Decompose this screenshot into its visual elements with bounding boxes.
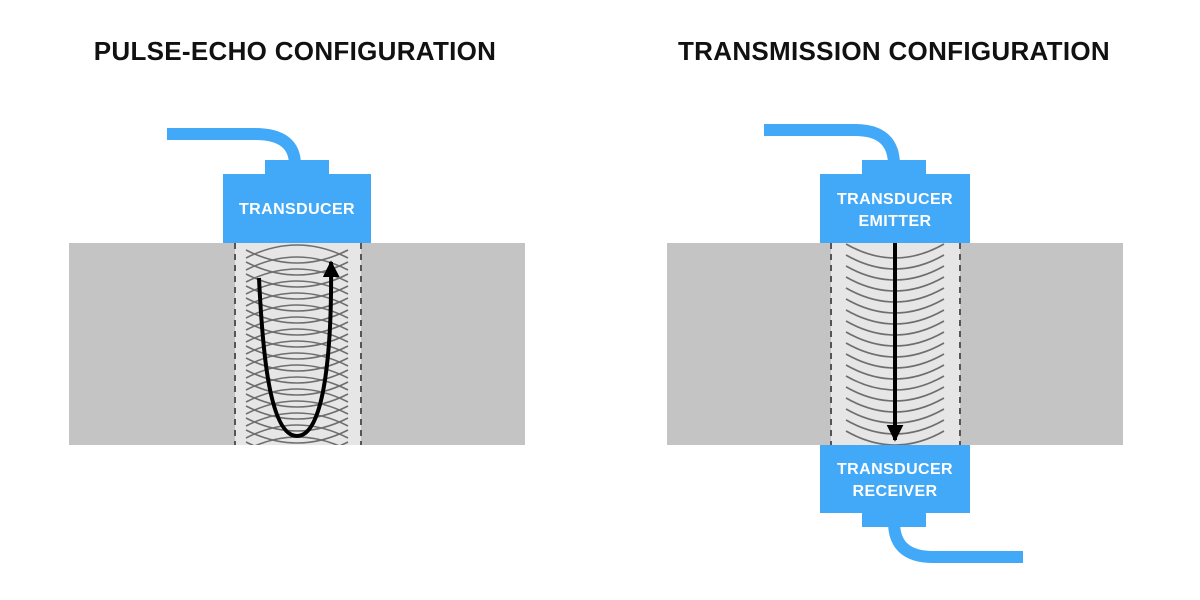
receiver-neck [862, 511, 926, 527]
receiver-label-line2: RECEIVER [853, 483, 938, 500]
wave-front-echo [245, 424, 349, 439]
wave-front-forward [245, 297, 349, 312]
wave-front-echo [245, 280, 349, 295]
wave-front-forward [245, 249, 349, 264]
cable-icon [888, 521, 1023, 563]
wave-front-echo [245, 352, 349, 367]
wave-front-forward [245, 369, 349, 384]
wave-front-forward [245, 405, 349, 420]
transmission-title: TRANSMISSION CONFIGURATION [678, 36, 1110, 66]
wave-front-forward [245, 285, 349, 300]
transducer-label: TRANSDUCER [239, 201, 355, 218]
transducer-neck [265, 160, 329, 176]
pulse-echo-title: PULSE-ECHO CONFIGURATION [94, 36, 497, 66]
transmission-panel: TRANSMISSION CONFIGURATION TRANSDUCER EM… [667, 36, 1123, 563]
wave-front-echo [245, 364, 349, 379]
wave-front-forward [245, 273, 349, 288]
wave-front-echo [245, 316, 349, 331]
beam-zone [235, 243, 361, 445]
cable-icon [167, 128, 301, 166]
echo-path-arrow [257, 260, 340, 439]
wave-front-forward [245, 333, 349, 348]
wave-front-forward [245, 321, 349, 336]
wave-front-forward [245, 429, 349, 444]
wave-front-echo [245, 328, 349, 343]
wave-front-forward [245, 309, 349, 324]
wave-pattern [245, 244, 349, 445]
cable-icon [764, 124, 900, 166]
wave-front-echo [245, 304, 349, 319]
transducer-emitter-body [820, 174, 970, 243]
transducer-receiver-body [820, 445, 970, 513]
wave-front-echo [245, 340, 349, 355]
emitter-neck [862, 160, 926, 176]
transducer-body [223, 174, 371, 243]
wave-front-forward [245, 393, 349, 408]
pulse-echo-panel: PULSE-ECHO CONFIGURATION TRANSDUCER [69, 36, 525, 445]
receiver-label-line1: TRANSDUCER [837, 461, 953, 478]
emitter-label-line2: EMITTER [858, 213, 931, 230]
wave-front-forward [245, 345, 349, 360]
emitter-label-line1: TRANSDUCER [837, 191, 953, 208]
wave-front-forward [845, 430, 945, 445]
wave-front-forward [245, 357, 349, 372]
wave-front-echo [245, 388, 349, 403]
wave-front-echo [245, 292, 349, 307]
wave-front-echo [245, 244, 349, 259]
wave-front-forward [245, 417, 349, 432]
wave-front-echo [245, 376, 349, 391]
wave-front-echo [245, 400, 349, 415]
wave-front-echo [245, 412, 349, 427]
wave-front-forward [245, 381, 349, 396]
